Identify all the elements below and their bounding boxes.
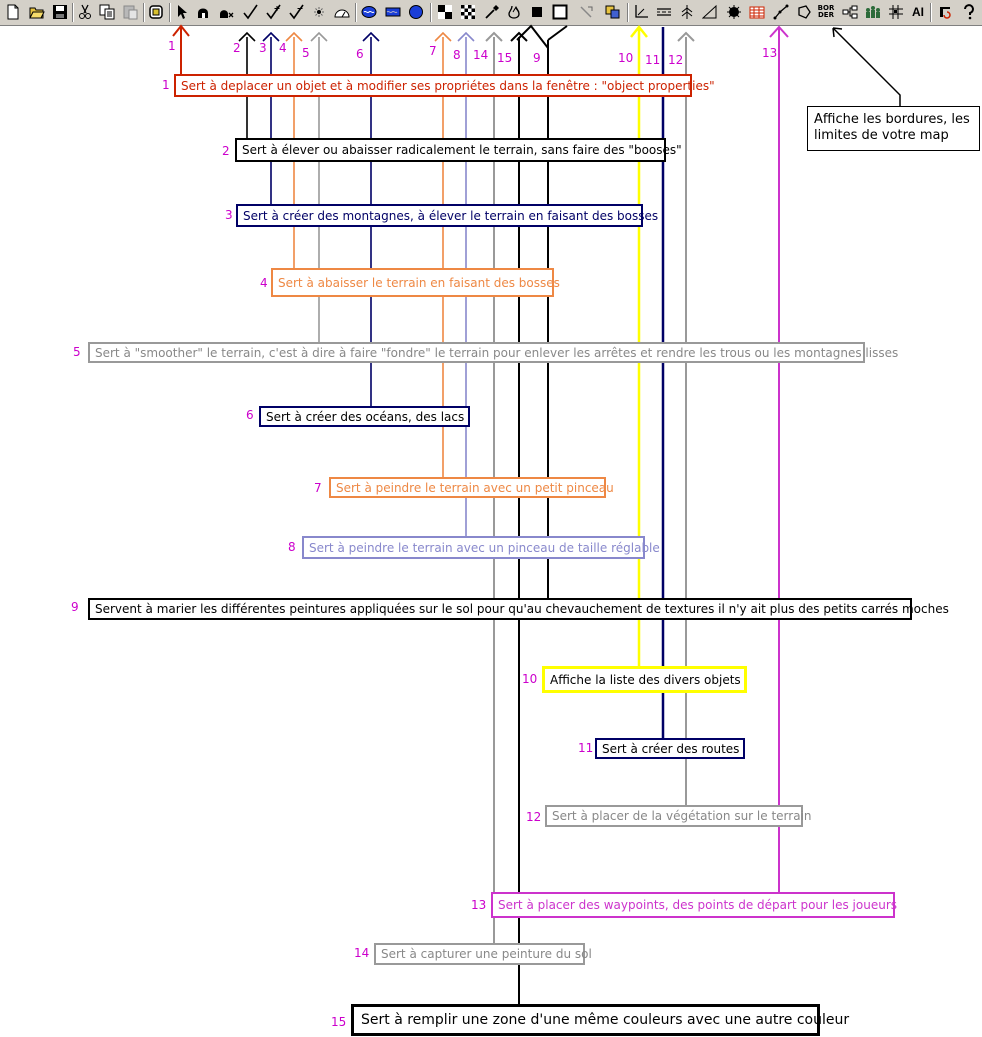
item-2-description: Sert à élever ou abaisser radicalement l…	[235, 138, 682, 162]
item-number-1: 1	[162, 78, 170, 92]
item-number-7: 7	[314, 481, 322, 495]
ai-button[interactable]: AI	[912, 5, 924, 19]
link-icon[interactable]	[841, 3, 859, 21]
border-note: Affiche les bordures, les limites de vot…	[807, 106, 980, 151]
pointer-number-15: 15	[497, 51, 513, 65]
eyedropper-icon[interactable]	[483, 3, 501, 21]
ocean-icon[interactable]	[360, 3, 378, 21]
pointer-number-1: 1	[168, 39, 176, 53]
toolbar: BOR DER AI	[0, 0, 982, 26]
pointer-number-4: 4	[279, 41, 287, 55]
cliff-icon[interactable]	[577, 3, 595, 21]
item-number-14: 14	[354, 946, 370, 960]
elevation-icon[interactable]	[333, 3, 351, 21]
item-number-12: 12	[526, 810, 542, 824]
grid-icon[interactable]	[887, 3, 905, 21]
lake-icon[interactable]	[407, 3, 425, 21]
item-14-description: Sert à capturer une peinture du sol	[374, 943, 592, 965]
waypoint-icon[interactable]	[772, 3, 790, 21]
raise-lower-icon[interactable]	[195, 3, 213, 21]
unit-list-icon[interactable]	[936, 3, 954, 21]
connector-13	[769, 25, 789, 892]
sword-icon[interactable]	[217, 3, 235, 21]
item-8-description: Sert à peindre le terrain avec un pincea…	[302, 536, 660, 559]
cut-icon[interactable]	[76, 3, 94, 21]
brush-minus-icon[interactable]	[287, 3, 305, 21]
item-15-description: Sert à remplir une zone d'une même coule…	[351, 1004, 849, 1036]
item-number-10: 10	[522, 672, 538, 686]
slope-icon[interactable]	[701, 3, 719, 21]
item-9-description: Servent à marier les différentes peintur…	[88, 598, 949, 620]
item-number-13: 13	[471, 898, 487, 912]
border-button[interactable]: BOR DER	[817, 4, 835, 19]
pointer-number-9: 9	[533, 51, 541, 65]
pointer-number-8: 8	[453, 48, 461, 62]
square-icon[interactable]	[551, 3, 569, 21]
paste-icon[interactable]	[121, 3, 139, 21]
pointer-number-2: 2	[233, 41, 241, 55]
item-4-description: Sert à abaisser le terrain en faisant de…	[271, 268, 560, 297]
polygon-icon[interactable]	[795, 3, 813, 21]
pointer-number-6: 6	[356, 47, 364, 61]
pointer-number-12: 12	[668, 53, 684, 67]
pointer-number-13: 13	[762, 46, 778, 60]
item-number-8: 8	[288, 540, 296, 554]
check-icon[interactable]	[241, 3, 259, 21]
pointer-number-10: 10	[618, 51, 634, 65]
open-icon[interactable]	[28, 3, 46, 21]
item-number-2: 2	[222, 144, 230, 158]
connector-15	[510, 31, 528, 1004]
connector-7	[434, 31, 452, 477]
save-icon[interactable]	[51, 3, 69, 21]
item-11-description: Sert à créer des routes	[595, 738, 745, 759]
item-number-15: 15	[331, 1015, 347, 1029]
pointer-number-14: 14	[473, 48, 489, 62]
item-5-description: Sert à "smoother" le terrain, c'est à di…	[88, 342, 898, 363]
pointer-number-11: 11	[645, 53, 661, 67]
road-icon[interactable]	[655, 3, 673, 21]
checker-icon[interactable]	[436, 3, 454, 21]
select-arrow-icon[interactable]	[173, 3, 191, 21]
connector-border-note	[832, 27, 901, 106]
item-number-3: 3	[225, 208, 233, 222]
fill-icon[interactable]	[528, 3, 546, 21]
group-icon[interactable]	[864, 3, 882, 21]
item-3-description: Sert à créer des montagnes, à élever le …	[236, 204, 658, 227]
item-number-9: 9	[71, 600, 79, 614]
item-number-4: 4	[260, 276, 268, 290]
item-7-description: Sert à peindre le terrain avec un petit …	[329, 477, 614, 498]
pointer-number-7: 7	[429, 44, 437, 58]
checker-large-icon[interactable]	[459, 3, 477, 21]
pointer-number-3: 3	[259, 41, 267, 55]
item-number-5: 5	[73, 345, 81, 359]
item-10-description: Affiche la liste des divers objets	[542, 666, 747, 693]
blob-icon[interactable]	[725, 3, 743, 21]
item-1-description: Sert à deplacer un objet et à modifier s…	[174, 74, 715, 97]
wall-icon[interactable]	[748, 3, 766, 21]
blend-icon[interactable]	[506, 3, 524, 21]
copy-object-icon[interactable]	[604, 3, 622, 21]
connector-1	[172, 24, 190, 74]
connector-9	[516, 24, 568, 598]
smooth-icon[interactable]	[310, 3, 328, 21]
connector-3	[262, 31, 280, 204]
object-list-icon[interactable]	[147, 3, 165, 21]
item-6-description: Sert à créer des océans, des lacs	[259, 406, 470, 427]
water-icon[interactable]	[384, 3, 402, 21]
brush-plus-icon[interactable]	[264, 3, 282, 21]
new-icon[interactable]	[4, 3, 22, 21]
item-12-description: Sert à placer de la végétation sur le te…	[545, 805, 812, 827]
copy-icon[interactable]	[98, 3, 116, 21]
axis-icon[interactable]	[632, 3, 650, 21]
help-icon[interactable]	[960, 3, 978, 21]
item-number-6: 6	[246, 408, 254, 422]
item-13-description: Sert à placer des waypoints, des points …	[491, 892, 897, 918]
tree-icon[interactable]	[678, 3, 696, 21]
pointer-number-5: 5	[302, 46, 310, 60]
item-number-11: 11	[578, 741, 594, 755]
